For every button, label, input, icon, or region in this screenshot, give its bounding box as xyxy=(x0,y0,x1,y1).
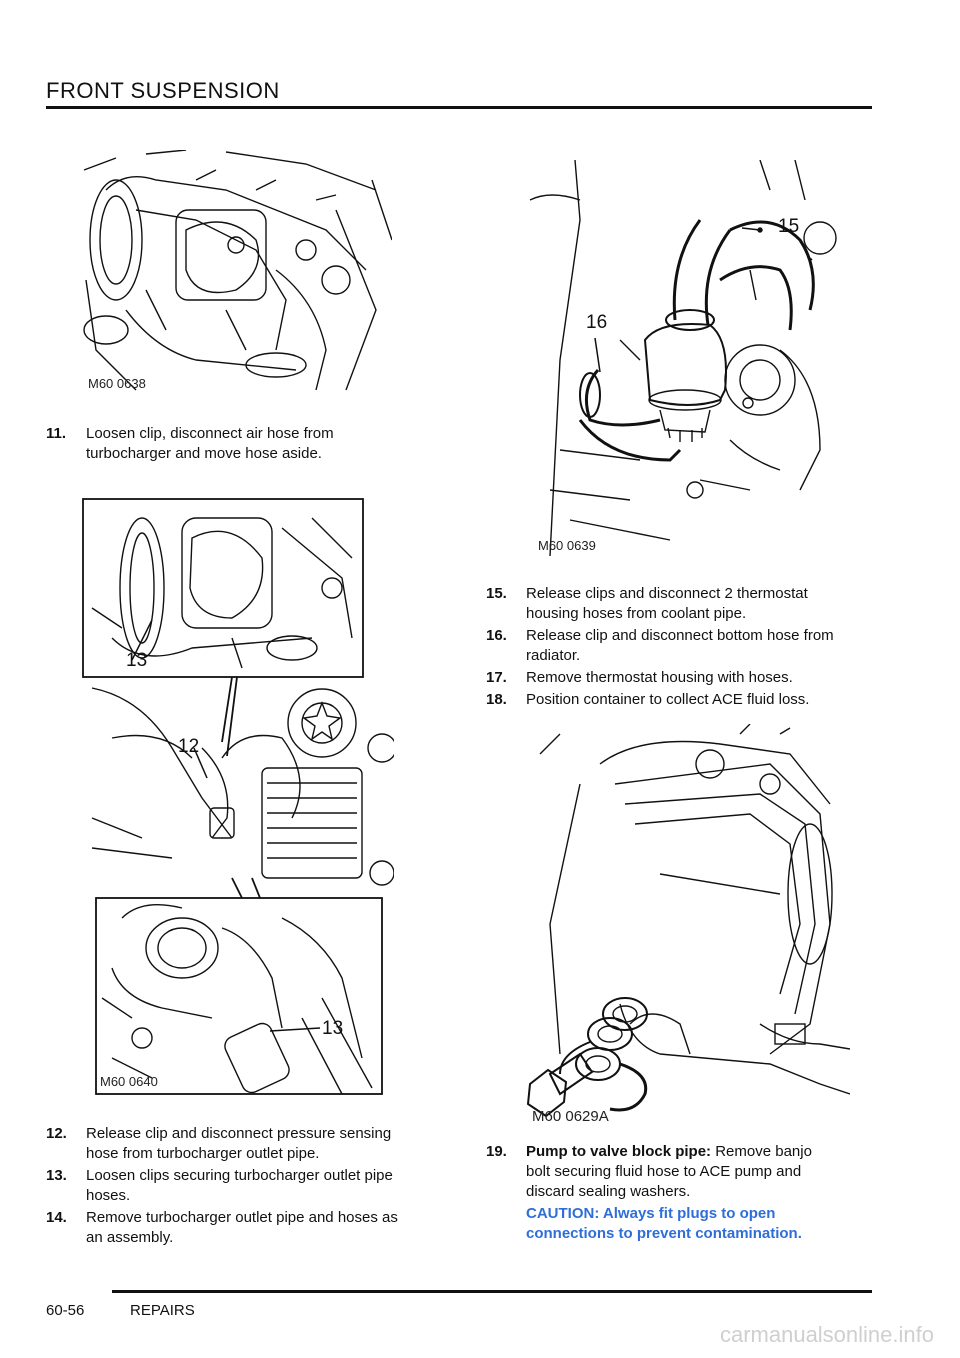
callout-15: 15 xyxy=(778,216,800,237)
callout-13-top: 13 xyxy=(126,650,148,671)
callout-16: 16 xyxy=(586,312,608,333)
footer-page-number: 60-56 xyxy=(46,1302,85,1319)
caution-line2: connections to prevent contamination. xyxy=(526,1225,802,1242)
step-text-line1: Remove thermostat housing with hoses. xyxy=(526,669,793,686)
step-number: 18. xyxy=(486,691,507,708)
figure-label: M60 0640 xyxy=(100,1074,158,1089)
step-number: 11. xyxy=(46,425,67,442)
figure-m60-0629a: M60 0629A xyxy=(520,724,850,1132)
step-18: 18. Position container to collect ACE fl… xyxy=(486,690,886,710)
header-rule xyxy=(46,106,872,109)
figure-m60-0638: M60 0638 xyxy=(76,150,392,396)
footer-section: REPAIRS xyxy=(130,1302,195,1319)
step-16: 16. Release clip and disconnect bottom h… xyxy=(486,626,886,668)
step-text-line2: an assembly. xyxy=(86,1229,174,1246)
figure-m60-0640: 13 12 13 M60 0640 xyxy=(82,498,394,1098)
step-number: 14. xyxy=(46,1209,67,1226)
footer-rule xyxy=(112,1290,872,1293)
step-19: 19. Pump to valve block pipe: Remove ban… xyxy=(486,1142,886,1204)
step-12: 12. Release clip and disconnect pressure… xyxy=(46,1124,446,1166)
step-text-line2: radiator. xyxy=(526,647,581,664)
step-number: 15. xyxy=(486,585,507,602)
step-text-line2: bolt securing fluid hose to ACE pump and xyxy=(526,1163,802,1180)
step-number: 12. xyxy=(46,1125,67,1142)
step-text-line1: Loosen clips securing turbocharger outle… xyxy=(86,1167,393,1184)
step-lead: Pump to valve block pipe: xyxy=(526,1143,712,1160)
step-text-line1: Remove turbocharger outlet pipe and hose… xyxy=(86,1209,398,1226)
figure-m60-0639: 15 16 M60 0639 xyxy=(520,160,850,556)
caution-line1: CAUTION: Always fit plugs to open xyxy=(526,1205,776,1222)
step-text-line1: Release clip and disconnect pressure sen… xyxy=(86,1125,392,1142)
step-text-line2: hose from turbocharger outlet pipe. xyxy=(86,1145,320,1162)
step-17: 17. Remove thermostat housing with hoses… xyxy=(486,668,886,688)
step-lead-rest: Remove banjo xyxy=(711,1143,812,1160)
page-header-title: FRONT SUSPENSION xyxy=(46,78,280,103)
figure-label: M60 0638 xyxy=(88,376,146,391)
step-text-line1: Release clip and disconnect bottom hose … xyxy=(526,627,834,644)
step-15: 15. Release clips and disconnect 2 therm… xyxy=(486,584,886,626)
step-number: 13. xyxy=(46,1167,67,1184)
step-14: 14. Remove turbocharger outlet pipe and … xyxy=(46,1208,446,1250)
callout-13-bottom: 13 xyxy=(322,1018,344,1039)
step-text-line2: turbocharger and move hose aside. xyxy=(86,445,322,462)
step-text-line1: Loosen clip, disconnect air hose from xyxy=(86,425,334,442)
step-number: 16. xyxy=(486,627,507,644)
step-13: 13. Loosen clips securing turbocharger o… xyxy=(46,1166,446,1208)
watermark: carmanualsonline.info xyxy=(719,1322,934,1347)
figure-label: M60 0639 xyxy=(538,538,596,553)
step-text-line2: hoses. xyxy=(86,1187,131,1204)
step-text-line1: Release clips and disconnect 2 thermosta… xyxy=(526,585,808,602)
step-number: 19. xyxy=(486,1143,507,1160)
figure-label: M60 0629A xyxy=(532,1108,609,1125)
step-text-line1: Pump to valve block pipe: Remove banjo xyxy=(526,1142,812,1162)
step-number: 17. xyxy=(486,669,507,686)
step-text-line2: housing hoses from coolant pipe. xyxy=(526,605,747,622)
step-text-line3: discard sealing washers. xyxy=(526,1183,691,1200)
step-text-line1: Position container to collect ACE fluid … xyxy=(526,691,810,708)
callout-12: 12 xyxy=(178,736,200,757)
step-11: 11. Loosen clip, disconnect air hose fro… xyxy=(46,424,426,466)
